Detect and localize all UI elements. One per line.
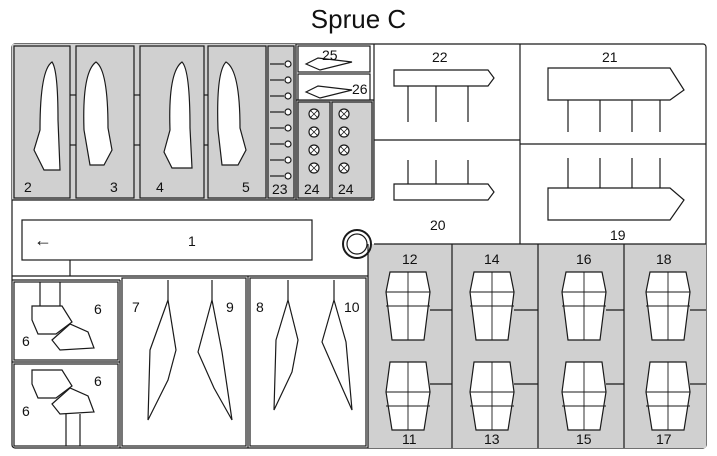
- label-part-25: 25: [322, 47, 338, 63]
- label-part-24b: 24: [338, 181, 354, 197]
- sprue-title: Sprue C: [310, 4, 407, 34]
- label-part-15: 15: [576, 431, 592, 447]
- label-part-12: 12: [402, 251, 418, 267]
- label-part-6a: 6: [94, 301, 102, 317]
- label-part-24a: 24: [304, 181, 320, 197]
- label-part-8: 8: [256, 299, 264, 315]
- label-part-1: 1: [188, 233, 196, 249]
- label-part-6c: 6: [94, 373, 102, 389]
- label-part-6d: 6: [22, 403, 30, 419]
- label-part-5: 5: [242, 179, 250, 195]
- label-part-10: 10: [344, 299, 360, 315]
- label-part-6b: 6: [22, 333, 30, 349]
- label-part-16: 16: [576, 251, 592, 267]
- label-part-20: 20: [430, 217, 446, 233]
- label-part-17: 17: [656, 431, 672, 447]
- label-part-11: 11: [402, 431, 417, 447]
- part-1-bar: [21, 219, 313, 261]
- label-part-2: 2: [24, 179, 32, 195]
- label-part-19: 19: [610, 227, 626, 243]
- arrow-glyph: ←: [34, 230, 52, 250]
- label-part-22: 22: [432, 49, 448, 65]
- runner-gate-inner: [346, 233, 368, 255]
- label-part-7: 7: [132, 299, 140, 315]
- label-part-3: 3: [110, 179, 118, 195]
- label-part-21: 21: [602, 49, 618, 65]
- label-part-14: 14: [484, 251, 500, 267]
- label-part-23: 23: [272, 181, 288, 197]
- label-part-13: 13: [484, 431, 500, 447]
- label-part-4: 4: [156, 179, 164, 195]
- label-part-9: 9: [226, 299, 234, 315]
- label-part-18: 18: [656, 251, 672, 267]
- label-part-26: 26: [352, 81, 368, 97]
